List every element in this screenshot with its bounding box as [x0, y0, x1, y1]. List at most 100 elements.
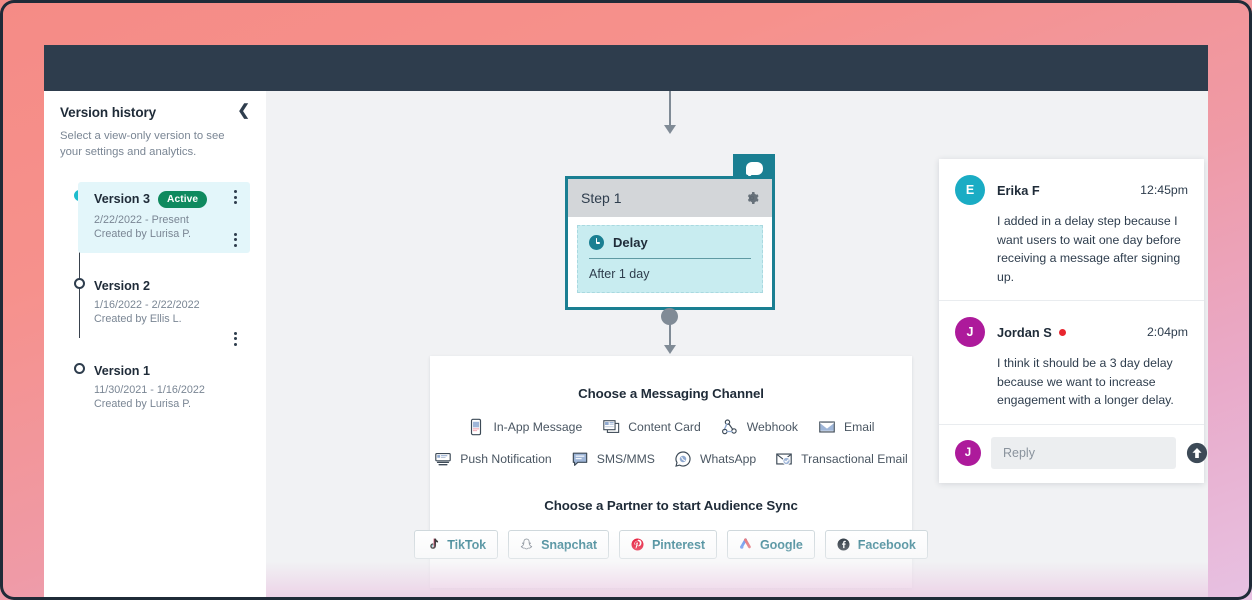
step-card[interactable]: Step 1 Delay After 1 day: [565, 176, 775, 310]
channel-label: Email: [844, 420, 875, 434]
partner-button-facebook[interactable]: Facebook: [824, 530, 928, 559]
connector-line-bottom: [669, 323, 671, 348]
version-2-menu[interactable]: [228, 331, 242, 346]
reply-row: J: [939, 423, 1208, 483]
version-3-menu-bottom[interactable]: [228, 232, 242, 247]
comment-item-1: E Erika F 12:45pm I added in a delay ste…: [939, 159, 1204, 300]
comment-timestamp: 2:04pm: [1146, 325, 1188, 339]
version-name: Version 1: [94, 363, 151, 378]
version-author: Created by Lurisa P.: [94, 398, 192, 410]
version-card-3[interactable]: Version 3 Active 2/22/2022 - Present Cre…: [78, 182, 250, 253]
in-app-message-icon: [471, 418, 482, 436]
gear-icon[interactable]: [744, 190, 760, 206]
comment-author: Erika F: [997, 182, 1040, 198]
channel-label: Webhook: [746, 420, 799, 434]
comment-author: Jordan S: [997, 324, 1052, 340]
comments-panel: E Erika F 12:45pm I added in a delay ste…: [939, 159, 1208, 483]
send-arrow-up-icon[interactable]: [1186, 442, 1208, 464]
comment-header: J Jordan S 2:04pm: [955, 317, 1188, 347]
channel-row-1: In-App Message Content Card: [430, 418, 912, 436]
version-card-2[interactable]: Version 2 1/16/2022 - 2/22/2022 Created …: [78, 270, 250, 346]
channel-label: Push Notification: [460, 452, 552, 466]
version-date-range: 2/22/2022 - Present: [94, 213, 189, 226]
tiktok-icon: [430, 538, 439, 549]
avatar: E: [955, 175, 985, 205]
version-row-3[interactable]: Version 3 Active 2/22/2022 - Present Cre…: [60, 182, 250, 253]
version-card-1[interactable]: Version 1 11/30/2021 - 1/16/2022 Created…: [78, 355, 250, 423]
step-card-header: Step 1: [568, 179, 772, 217]
step-card-body: Delay After 1 day: [568, 217, 772, 303]
facebook-icon: [837, 538, 850, 551]
timeline-line: [79, 194, 81, 338]
channel-label: In-App Message: [493, 420, 583, 434]
timeline-dot: [74, 277, 85, 289]
version-3-menu-top[interactable]: [228, 190, 242, 204]
version-author: Created by Lurisa P.: [94, 228, 192, 240]
version-1-title-line: Version 1: [94, 364, 240, 378]
app-window: Version history ❮ Select a view-only ver…: [44, 45, 1208, 600]
channel-email[interactable]: Email: [818, 418, 875, 436]
webhook-icon: [721, 419, 737, 435]
channel-transactional-email[interactable]: Transactional Email: [775, 450, 908, 468]
step-output-handle[interactable]: [661, 308, 678, 325]
version-history-sidebar: Version history ❮ Select a view-only ver…: [44, 91, 266, 600]
sidebar-header: Version history ❮: [60, 102, 250, 120]
push-notification-icon: [435, 453, 452, 466]
version-1-meta: 11/30/2021 - 1/16/2022 Created by Lurisa…: [94, 383, 240, 412]
partner-button-tiktok[interactable]: TikTok: [414, 530, 499, 559]
channel-webhook[interactable]: Webhook: [721, 418, 798, 436]
partner-button-google[interactable]: Google: [726, 530, 815, 559]
version-3-meta: 2/22/2022 - Present Created by Lurisa P.: [94, 213, 240, 242]
status-badge: Active: [158, 191, 208, 208]
connector-arrow-bottom: [663, 345, 676, 354]
channel-label: Transactional Email: [801, 452, 908, 466]
divider: [589, 258, 751, 259]
version-timeline: Version 3 Active 2/22/2022 - Present Cre…: [60, 182, 250, 423]
channel-sms-mms[interactable]: SMS/MMS: [571, 450, 655, 468]
connector-arrow-top: [663, 125, 676, 134]
avatar: J: [955, 439, 981, 466]
partner-label: Facebook: [857, 537, 916, 552]
channel-row-2: Push Notification SMS/MMS: [430, 450, 912, 468]
delay-block[interactable]: Delay After 1 day: [577, 225, 763, 293]
sidebar-subtitle: Select a view-only version to see your s…: [60, 130, 225, 158]
comment-text: I think it should be a 3 day delay becau…: [997, 356, 1174, 407]
version-row-1[interactable]: Version 1 11/30/2021 - 1/16/2022 Created…: [60, 355, 250, 423]
choose-channel-card[interactable]: Choose a Messaging Channel In-App Messag…: [414, 356, 928, 588]
partner-row: TikTok Snapchat Pinterest: [414, 530, 928, 559]
chevron-left-icon[interactable]: ❮: [237, 102, 250, 119]
partner-label: Snapchat: [541, 537, 597, 552]
content-card-icon: [603, 420, 620, 433]
version-date-range: 11/30/2021 - 1/16/2022: [94, 383, 205, 396]
comment-header: E Erika F 12:45pm: [955, 175, 1188, 205]
speech-bubble-icon: [745, 162, 763, 175]
page-title: Version history: [60, 105, 157, 120]
reply-input[interactable]: [991, 436, 1176, 469]
transactional-email-icon: [776, 453, 792, 466]
partner-label: TikTok: [447, 537, 487, 552]
clock-icon: [589, 235, 604, 250]
partner-heading: Choose a Partner to start Audience Sync: [544, 498, 798, 513]
channel-label: Content Card: [628, 420, 701, 434]
pinterest-icon: [631, 538, 644, 551]
partner-button-snapchat[interactable]: Snapchat: [508, 530, 609, 559]
avatar: J: [955, 317, 985, 347]
channel-content-card[interactable]: Content Card: [602, 418, 701, 436]
whatsapp-icon: [675, 451, 691, 467]
channel-push-notification[interactable]: Push Notification: [434, 450, 552, 468]
version-row-2[interactable]: Version 2 1/16/2022 - 2/22/2022 Created …: [60, 270, 250, 346]
version-2-title-line: Version 2: [94, 279, 240, 293]
version-author: Created by Ellis L.: [94, 313, 182, 325]
partner-button-pinterest[interactable]: Pinterest: [618, 530, 717, 559]
channel-label: SMS/MMS: [596, 452, 655, 466]
channel-in-app-message[interactable]: In-App Message: [467, 418, 582, 436]
channel-whatsapp[interactable]: WhatsApp: [674, 450, 756, 468]
sms-mms-icon: [572, 452, 587, 466]
partner-label: Pinterest: [651, 537, 705, 552]
unread-indicator-icon: [1058, 328, 1066, 336]
timeline-dot: [74, 362, 85, 374]
version-2-meta: 1/16/2022 - 2/22/2022 Created by Ellis L…: [94, 298, 240, 327]
step-title: Step 1: [581, 190, 622, 206]
partner-label: Google: [759, 537, 803, 552]
version-3-title-line: Version 3 Active: [94, 191, 240, 208]
